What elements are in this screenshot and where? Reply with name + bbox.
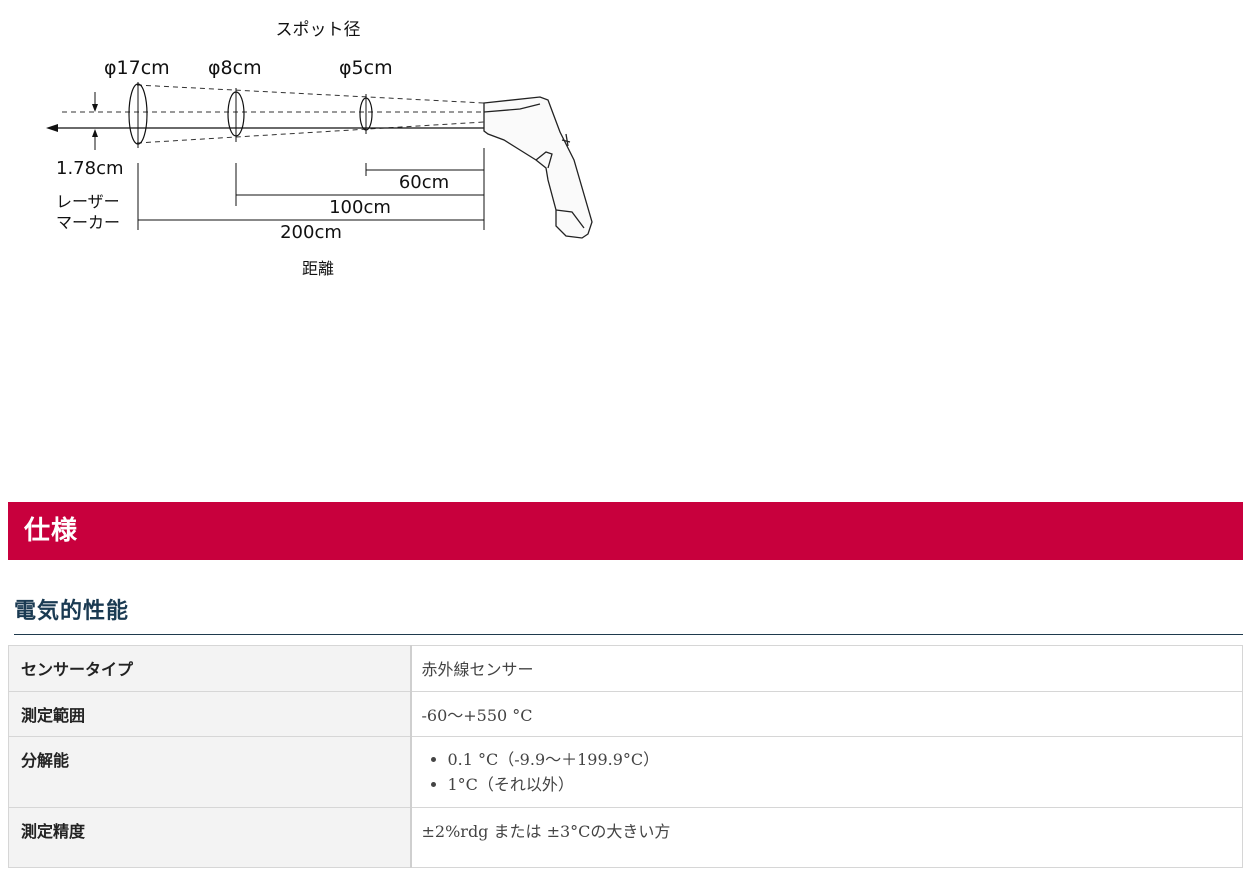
spec-key: 測定範囲 <box>8 691 412 737</box>
subsection-title: 電気的性能 <box>14 599 130 624</box>
spec-value: 赤外線センサー <box>410 645 1243 692</box>
spec-section-banner: 仕様 <box>8 502 1243 560</box>
spot-8-label: φ8cm <box>208 57 262 79</box>
gap-arrow-top-icon <box>92 104 98 112</box>
table-row: 分解能 0.1 °C（-9.9〜＋199.9°C） 1°C（それ以外） <box>8 736 1243 808</box>
spec-value: ±2%rdg または ±3°Cの大きい方 <box>410 807 1243 868</box>
spec-key: 分解能 <box>8 736 412 808</box>
table-row: 測定範囲 -60〜+550 °C <box>8 691 1243 737</box>
laser-label-line1: レーザー <box>56 192 120 211</box>
distance-60-label: 60cm <box>399 172 449 193</box>
spot-diameter-diagram: スポット径 φ17cm φ8cm φ5cm 1.78cm レーザー マーカー 6… <box>0 0 620 300</box>
table-row: センサータイプ 赤外線センサー <box>8 645 1243 692</box>
list-item: 1°C（それ以外） <box>448 772 1233 797</box>
cone-lower-line <box>136 121 485 144</box>
table-row: 測定精度 ±2%rdg または ±3°Cの大きい方 <box>8 807 1243 868</box>
electrical-performance-heading: 電気的性能 <box>14 597 1243 635</box>
resolution-list: 0.1 °C（-9.9〜＋199.9°C） 1°C（それ以外） <box>422 747 1233 797</box>
spot-diameter-title: スポット径 <box>276 20 361 40</box>
distance-200-label: 200cm <box>280 222 342 243</box>
spec-table: センサータイプ 赤外線センサー 測定範囲 -60〜+550 °C 分解能 0.1… <box>8 645 1243 868</box>
spec-key: 測定精度 <box>8 807 412 868</box>
spec-value: 0.1 °C（-9.9〜＋199.9°C） 1°C（それ以外） <box>410 736 1243 808</box>
list-item: 0.1 °C（-9.9〜＋199.9°C） <box>448 747 1233 772</box>
section-title: 仕様 <box>24 516 79 546</box>
spot-5-label: φ5cm <box>339 57 393 79</box>
laser-label-line2: マーカー <box>56 213 120 232</box>
spot-17-label: φ17cm <box>104 57 170 79</box>
distance-100-label: 100cm <box>329 197 391 218</box>
spec-key: センサータイプ <box>8 645 412 692</box>
axis-arrow-icon <box>46 124 58 132</box>
distance-label: 距離 <box>302 259 334 278</box>
spec-value: -60〜+550 °C <box>410 691 1243 737</box>
laser-gap-label: 1.78cm <box>56 158 124 179</box>
spot-diagram-svg: スポット径 φ17cm φ8cm φ5cm 1.78cm レーザー マーカー 6… <box>46 20 593 278</box>
gap-arrow-bottom-icon <box>92 129 98 137</box>
cone-upper-line <box>136 84 485 104</box>
thermometer-icon <box>483 96 593 239</box>
